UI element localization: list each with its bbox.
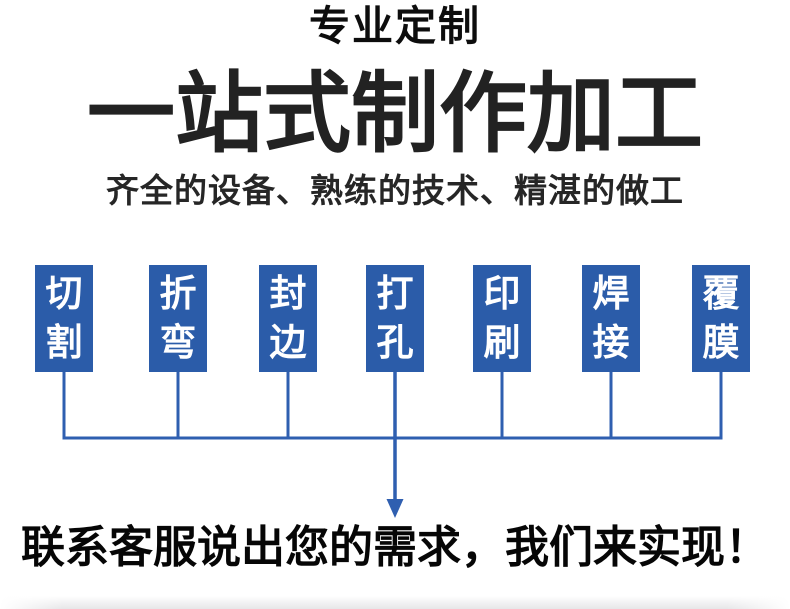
page-subtitle: 齐全的设备、熟练的技术、精湛的做工	[106, 172, 684, 209]
bottom-edge-shadow	[0, 596, 790, 609]
process-label: 印刷	[483, 272, 521, 363]
process-label: 打孔	[376, 272, 414, 363]
process-label: 焊接	[592, 272, 630, 363]
process-label: 切割	[45, 272, 83, 363]
process-box-edge-sealing: 封边	[259, 265, 317, 372]
process-label: 覆膜	[702, 272, 740, 363]
process-box-printing: 印刷	[473, 265, 531, 372]
page-title: 一站式制作加工	[86, 64, 703, 163]
flow-connector-diagram	[62, 372, 723, 518]
process-box-bending: 折弯	[149, 265, 207, 372]
process-label: 封边	[269, 272, 307, 363]
arrow-down-icon	[386, 499, 404, 518]
cta-text: 联系客服说出您的需求，我们来实现！	[21, 523, 769, 572]
process-box-drilling: 打孔	[366, 265, 424, 372]
process-label: 折弯	[159, 272, 197, 363]
kicker-title: 专业定制	[309, 3, 481, 49]
process-box-laminating: 覆膜	[692, 265, 750, 372]
process-box-welding: 焊接	[582, 265, 640, 372]
process-box-cutting: 切割	[35, 265, 93, 372]
